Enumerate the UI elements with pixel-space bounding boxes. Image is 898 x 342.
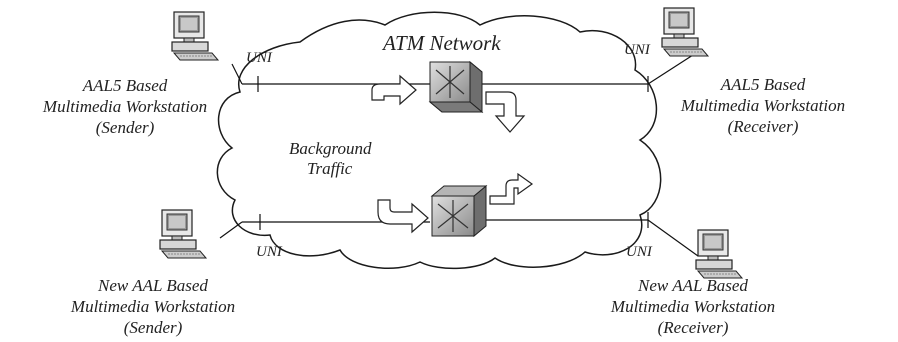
computer-icon-bottom-right [695, 229, 743, 279]
svg-text:New AAL Based: New AAL Based [97, 276, 208, 295]
uni-label-top-left: UNI [246, 50, 273, 66]
computer-icon-bottom-left [159, 209, 207, 259]
traffic-arrow-out-top [485, 91, 526, 133]
traffic-arrow-in-top [371, 74, 417, 106]
svg-text:(Receiver): (Receiver) [728, 117, 799, 136]
workstation-label-bottom-right: New AAL Based Multimedia Workstation (Re… [610, 276, 775, 337]
svg-text:(Sender): (Sender) [96, 118, 155, 137]
svg-text:Multimedia Workstation: Multimedia Workstation [680, 96, 845, 115]
svg-text:AAL5 Based: AAL5 Based [82, 76, 168, 95]
computer-icon-top-left [171, 11, 219, 61]
svg-text:(Sender): (Sender) [124, 318, 183, 337]
traffic-arrow-out-bottom [489, 172, 534, 205]
atm-switch-bottom [430, 184, 488, 238]
svg-text:AAL5 Based: AAL5 Based [720, 75, 806, 94]
uni-label-bottom-left: UNI [256, 244, 283, 260]
traffic-arrow-in-bottom [377, 199, 429, 234]
workstation-label-top-right: AAL5 Based Multimedia Workstation (Recei… [680, 75, 845, 136]
atm-network-cloud [216, 11, 662, 270]
atm-switch-top [428, 60, 484, 114]
workstation-label-top-left: AAL5 Based Multimedia Workstation (Sende… [42, 76, 207, 137]
computer-icon-top-right [661, 7, 709, 57]
workstation-label-bottom-left: New AAL Based Multimedia Workstation (Se… [70, 276, 235, 337]
svg-text:Multimedia Workstation: Multimedia Workstation [610, 297, 775, 316]
network-label: ATM Network [381, 31, 501, 55]
uni-label-bottom-right: UNI [626, 244, 653, 260]
svg-text:New AAL Based: New AAL Based [637, 276, 748, 295]
background-traffic-label-line1: Background [289, 139, 372, 158]
background-traffic-arrows [371, 74, 534, 234]
background-traffic-label-line2: Traffic [307, 159, 353, 178]
svg-text:Multimedia Workstation: Multimedia Workstation [42, 97, 207, 116]
svg-text:Multimedia Workstation: Multimedia Workstation [70, 297, 235, 316]
uni-label-top-right: UNI [624, 42, 651, 58]
svg-text:(Receiver): (Receiver) [658, 318, 729, 337]
